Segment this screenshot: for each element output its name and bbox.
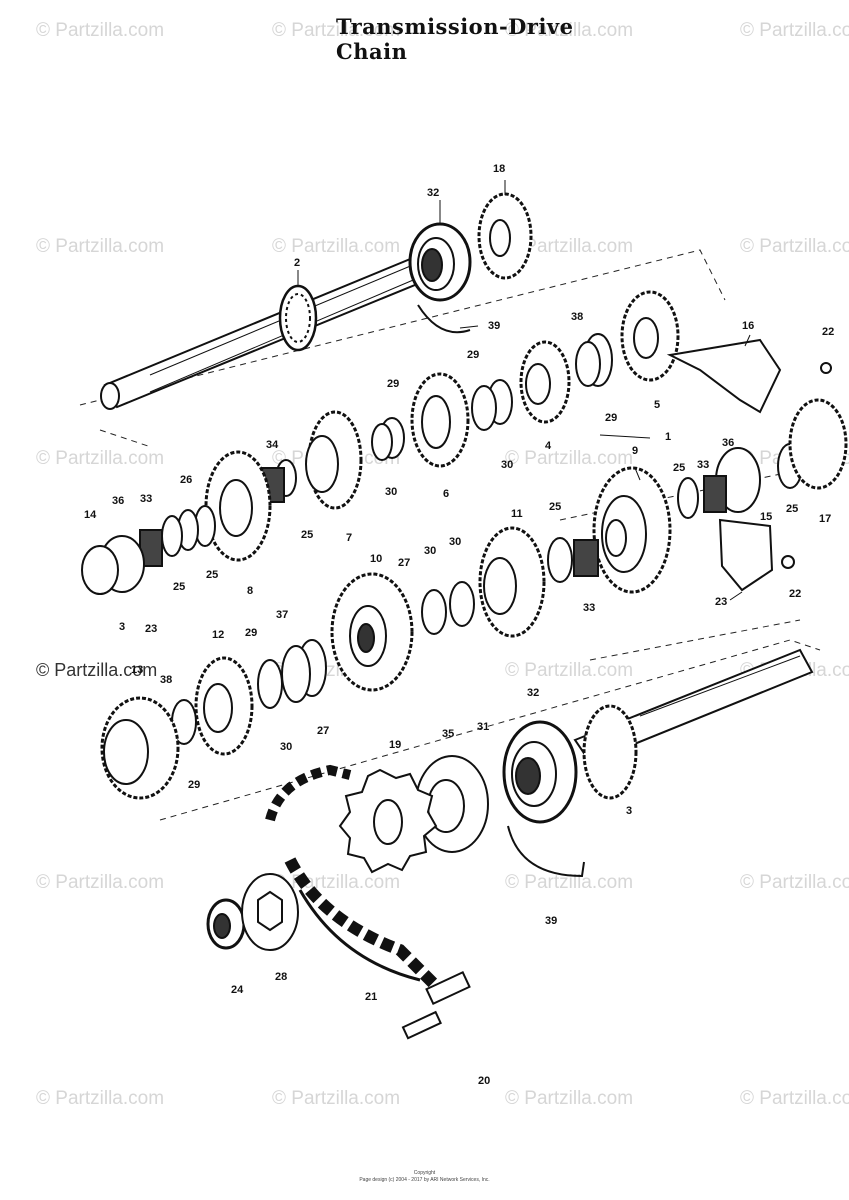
callout-label: 4 (545, 440, 552, 452)
watermark: © Partzilla.com (505, 660, 634, 681)
callout-label: 26 (180, 474, 193, 486)
callout-label: 3 (626, 805, 633, 817)
callout-label: 25 (173, 581, 186, 593)
diagram-title: Transmission-Drive Chain (336, 14, 574, 64)
callout-label: 16 (742, 320, 755, 332)
callout-label: 32 (527, 687, 540, 699)
callout-label: 29 (605, 412, 618, 424)
watermark: © Partzilla.com (505, 448, 634, 469)
watermark: © Partzilla.com (272, 1088, 401, 1109)
callout-label: 25 (786, 503, 799, 515)
callout-label: 38 (160, 674, 173, 686)
callout-label: 18 (493, 163, 506, 175)
callout-label: 24 (231, 984, 244, 996)
callout-label: 28 (275, 971, 288, 983)
callout-label: 11 (511, 508, 523, 520)
callout-label: 30 (501, 459, 514, 471)
watermark: © Partzilla.com (36, 872, 165, 893)
copyright-line: Copyright (413, 1170, 436, 1176)
callout-label: 14 (84, 509, 97, 521)
drive-shaft-lower (415, 648, 814, 878)
callout-label: 39 (488, 320, 501, 332)
copyright-notice: Copyright Page design (c) 2004 - 2017 by… (0, 1170, 849, 1183)
callout-label: 22 (822, 326, 835, 338)
callout-label: 9 (632, 445, 639, 457)
callout-label: 30 (280, 741, 293, 753)
watermark: © Partzilla.com (36, 236, 165, 257)
callout-label: 37 (276, 609, 289, 621)
watermark: © Partzilla.com (36, 660, 158, 680)
main-shaft-upper (100, 192, 533, 410)
callout-label: 33 (140, 493, 153, 505)
callout-label: 23 (715, 596, 728, 608)
watermark: © Partzilla.com (505, 1088, 634, 1109)
callout-label: 35 (442, 728, 455, 740)
callout-label: 36 (112, 495, 125, 507)
gear-row-output (100, 466, 795, 800)
callout-label: 30 (385, 486, 398, 498)
gear-row-countershaft (81, 290, 848, 595)
callout-label: 5 (654, 399, 661, 411)
sprocket-nut-washer (206, 873, 299, 951)
watermark: © Partzilla.com (272, 236, 401, 257)
callout-label: 7 (346, 532, 353, 544)
watermark: © Partzilla.com (740, 20, 849, 41)
callout-label: 13 (131, 664, 144, 676)
callout-label: 25 (549, 501, 562, 513)
callout-label: 29 (245, 627, 258, 639)
callout-label: 39 (545, 915, 558, 927)
callout-label: 29 (467, 349, 480, 361)
callout-label: 20 (478, 1075, 491, 1087)
watermark: © Partzilla.com (740, 872, 849, 893)
copyright-line: Page design (c) 2004 - 2017 by ARI Netwo… (359, 1176, 490, 1183)
callout-label: 3 (119, 621, 126, 633)
callout-label: 38 (571, 311, 584, 323)
callout-label: 36 (722, 437, 735, 449)
callout-label: 1 (665, 431, 672, 443)
callout-label: 33 (583, 602, 596, 614)
callout-label: 23 (145, 623, 158, 635)
callout-label: 8 (247, 585, 254, 597)
callout-label: 30 (449, 536, 462, 548)
watermark: © Partzilla.com (272, 20, 401, 41)
callout-label: 32 (427, 187, 440, 199)
callout-label: 22 (789, 588, 802, 600)
callout-label: 25 (206, 569, 219, 581)
watermark: © Partzilla.com (36, 448, 165, 469)
callout-label: 31 (477, 721, 490, 733)
callout-label: 30 (424, 545, 437, 557)
callout-label: 19 (389, 739, 402, 751)
callout-label: 27 (317, 725, 330, 737)
callout-label: 17 (819, 513, 832, 525)
callout-label: 33 (697, 459, 710, 471)
callout-label: 34 (266, 439, 279, 451)
callout-label: 21 (365, 991, 378, 1003)
drive-chain (265, 764, 471, 1040)
callout-label: 29 (387, 378, 400, 390)
callout-label: 29 (188, 779, 201, 791)
callout-label: 2 (294, 257, 301, 269)
callout-label: 10 (370, 553, 383, 565)
watermark: © Partzilla.com (505, 236, 634, 257)
watermark: © Partzilla.com (740, 1088, 849, 1109)
watermark: © Partzilla.com (505, 872, 634, 893)
drive-sprocket (338, 768, 438, 874)
watermark: © Partzilla.com (36, 1088, 165, 1109)
callout-label: 12 (212, 629, 225, 641)
watermark: © Partzilla.com (740, 236, 849, 257)
callout-label: 6 (443, 488, 450, 500)
callout-label: 27 (398, 557, 411, 569)
watermark: © Partzilla.com (36, 20, 165, 41)
callout-label: 25 (673, 462, 686, 474)
watermark: © Partzilla.com (505, 20, 634, 41)
callout-label: 25 (301, 529, 314, 541)
leader-lines (297, 180, 751, 601)
callout-label: 15 (760, 511, 773, 523)
